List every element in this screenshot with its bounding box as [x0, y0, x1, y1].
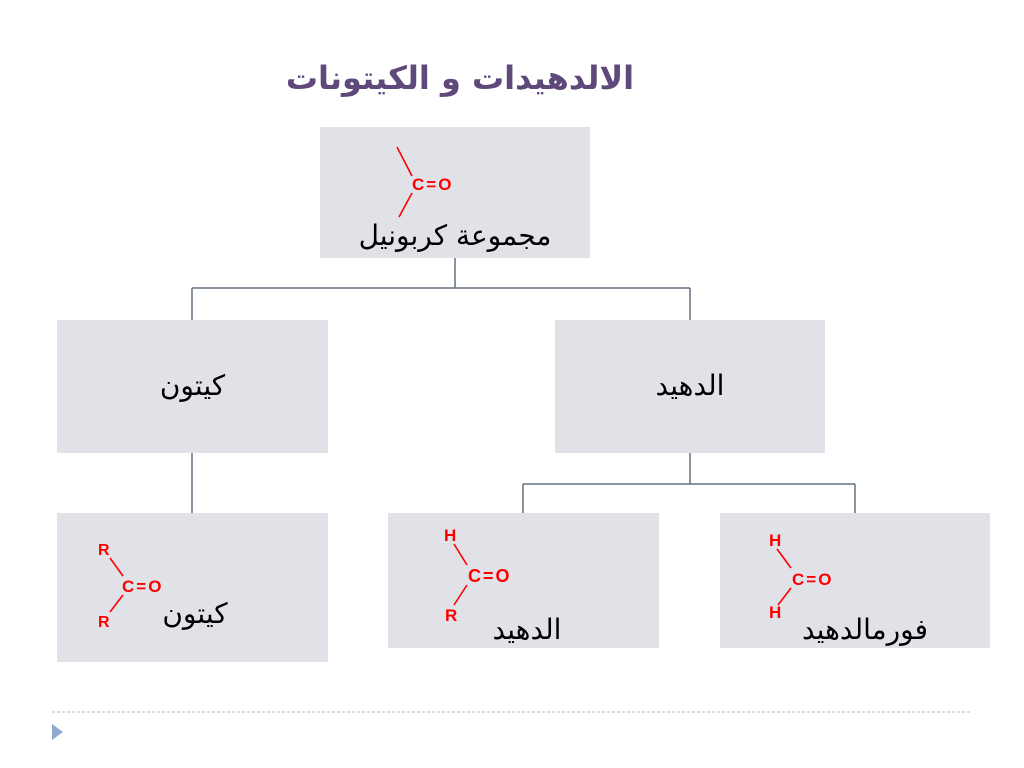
ketone-box: كيتون [57, 320, 328, 453]
atom-bottom-text: R [98, 614, 110, 631]
ketone-example-label: كيتون [162, 597, 228, 630]
aldehyde-box: الدهيد [555, 320, 825, 453]
slide-title: الالدهيدات و الكيتونات [285, 59, 635, 97]
carbonyl-group-text: C=O [792, 570, 833, 589]
bond-line [453, 584, 468, 606]
atom-bottom-text: R [445, 606, 457, 625]
bond-line [398, 192, 413, 218]
bond-line [396, 146, 413, 177]
carbonyl-group-label: مجموعة كربونيل [358, 219, 552, 252]
formaldehyde-label: فورمالدهيد [801, 613, 929, 646]
carbonyl-group-text: C=O [468, 566, 512, 586]
carbonyl-structure: C=O [396, 146, 453, 218]
bond-line [777, 587, 792, 606]
formaldehyde-box: H C=O H فورمالدهيد [720, 513, 990, 648]
atom-top-text: H [769, 531, 781, 550]
ketone-example-box: R C=O R كيتون [57, 513, 328, 662]
bond-line [109, 594, 124, 613]
bond-line [453, 543, 468, 566]
atom-bottom-text: H [769, 603, 781, 622]
atom-top-text: H [444, 526, 456, 545]
carbonyl-group-text: C=O [122, 577, 163, 596]
ketone-label: كيتون [159, 369, 226, 402]
bond-line [776, 548, 792, 569]
aldehyde-example-box: H C=O R الدهيد [388, 513, 659, 648]
ketone-structure: R C=O R [98, 542, 163, 631]
bond-line [109, 557, 124, 577]
carbonyl-group-text: C=O [412, 175, 453, 194]
formaldehyde-structure: H C=O H [769, 531, 833, 622]
aldehyde-example-label: الدهيد [492, 613, 562, 646]
triangle-right-icon [52, 724, 63, 740]
atom-top-text: R [98, 542, 110, 559]
carbonyl-group-box: C=O مجموعة كربونيل [320, 127, 590, 258]
aldehyde-structure: H C=O R [444, 526, 512, 625]
aldehyde-label: الدهيد [655, 369, 725, 402]
